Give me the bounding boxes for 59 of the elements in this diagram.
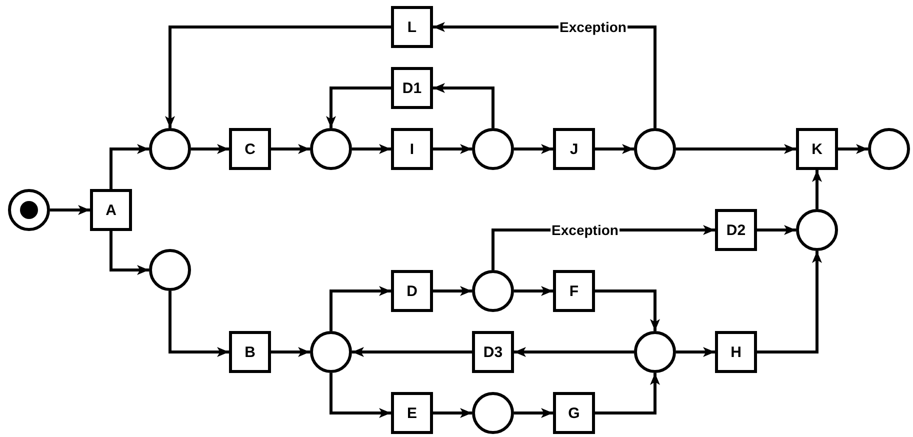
transition-box: F [553,270,595,312]
arrow [433,286,472,296]
transition-box: D1 [391,67,433,109]
arrow [676,144,796,154]
transition-box: D [391,270,433,312]
transition-box: E [391,392,433,434]
arrow [433,144,472,154]
arrow [326,86,391,128]
place-circle [472,270,514,312]
arrow [433,83,494,128]
place-circle [868,128,910,170]
arrow [271,347,310,357]
place-circle [310,331,352,373]
arrow [271,144,310,154]
transition-box: H [715,331,757,373]
transition-box: D3 [472,331,514,373]
arrow [514,347,634,357]
arrow [595,144,634,154]
place-circle [472,392,514,434]
arrow [514,408,553,418]
transition-box: G [553,392,595,434]
transition-box: B [229,331,271,373]
arrow [676,347,715,357]
place-circle [634,128,676,170]
place-circle [310,128,352,170]
edge-label: Exception [558,19,628,35]
arrow [50,205,90,215]
arrow [352,347,472,357]
arrow [352,144,391,154]
place-circle [149,128,191,170]
arrow [168,291,229,357]
arrow [514,286,553,296]
transition-box: A [90,189,132,231]
arrow [757,225,796,235]
transition-box: I [391,128,433,170]
transition-box: C [229,128,271,170]
place-circle [796,209,838,251]
arrow [838,144,868,154]
arrow [110,231,149,275]
arrow [191,144,229,154]
arrow [110,144,149,189]
transition-box: K [796,128,838,170]
transition-box: J [553,128,595,170]
arrow [433,408,472,418]
arrow [812,170,822,209]
arrow [165,26,391,128]
arrow [757,251,822,354]
transition-box: D2 [715,209,757,251]
arrow [330,286,391,331]
edge-label: Exception [550,222,620,238]
arrow [330,373,391,418]
place-circle [149,249,191,291]
transition-box: L [391,6,433,48]
arrow [595,373,660,414]
arrow [514,144,553,154]
arrow [595,290,660,331]
place-circle [472,128,514,170]
start-place [8,189,50,231]
place-circle [634,331,676,373]
